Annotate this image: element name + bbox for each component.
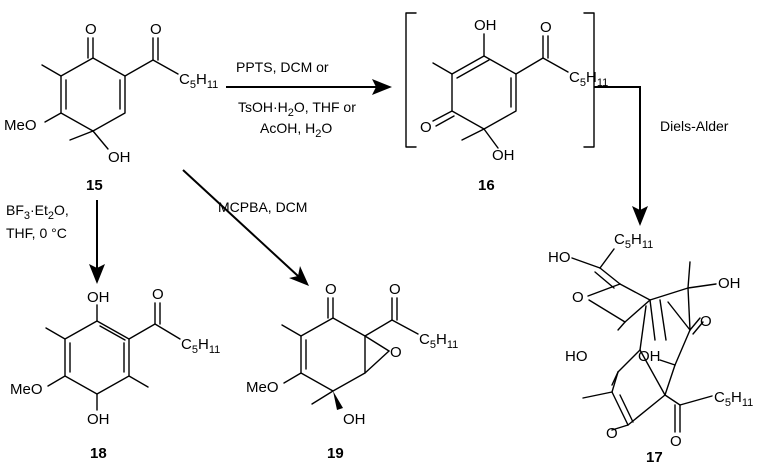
compound-label-15: 15 <box>86 177 103 194</box>
c18-acyl-o: O <box>152 286 164 303</box>
conditions-15-to-18: BF3·Et2O, THF, 0 °C <box>6 202 69 241</box>
c16-pentyl: C5H11 <box>569 69 608 89</box>
c18-hydroxyl-top: OH <box>87 289 110 306</box>
c19-acyl-o: O <box>389 281 401 298</box>
c19-hydroxyl: OH <box>343 411 366 428</box>
c15-hydroxyl: OH <box>108 149 131 166</box>
c17-ketone-o-bottom-left: O <box>606 425 618 442</box>
c17-hydroxyl-mid: OH <box>638 348 661 365</box>
c17-pentyl-top: C5H11 <box>614 231 653 251</box>
c18-methoxy: MeO <box>10 381 43 398</box>
c15-ketone-o: O <box>85 21 97 38</box>
c16-hydroxyl: OH <box>492 147 515 164</box>
cond-bf3: BF3·Et2O, <box>6 202 69 222</box>
c17-hydroxyl-right: OH <box>718 275 741 292</box>
c19-ketone-o: O <box>325 281 337 298</box>
arrow-15-to-19 <box>182 169 309 286</box>
arrow-15-to-16 <box>226 79 392 95</box>
c16-ketone-o: O <box>420 119 432 136</box>
compound-15: O O MeO OH C5H11 15 <box>4 21 218 194</box>
c18-pentyl: C5H11 <box>181 336 220 356</box>
compound-label-16: 16 <box>478 177 495 194</box>
compound-label-18: 18 <box>90 445 107 462</box>
cond-mcpba: MCPBA, DCM <box>218 199 307 215</box>
c19-pentyl: C5H11 <box>419 331 458 351</box>
c16-acyl-o: O <box>540 19 552 36</box>
c17-enol-ho-top: HO <box>548 249 571 266</box>
cond-diels-alder: Diels-Alder <box>660 118 729 134</box>
cond-acoh: AcOH, H2O <box>260 120 332 140</box>
c18-hydroxyl-bottom: OH <box>87 411 110 428</box>
c16-enol-oh: OH <box>474 17 497 34</box>
arrow-15-to-18 <box>89 200 105 284</box>
c17-pentyl-bottom: C5H11 <box>714 389 753 409</box>
c15-pentyl: C5H11 <box>179 71 218 91</box>
c15-methoxy: MeO <box>4 117 37 134</box>
cond-ppts: PPTS, DCM or <box>236 59 329 75</box>
c17-ketone-o-left: O <box>572 289 584 306</box>
compound-label-19: 19 <box>327 445 344 462</box>
cond-tsoh: TsOH·H2O, THF or <box>238 99 356 119</box>
compound-label-17: 17 <box>646 449 663 465</box>
c17-enol-ho-low: HO <box>565 348 588 365</box>
compound-17: C5H11 HO OH O O HO OH O O C5H11 17 <box>548 231 753 465</box>
c19-epoxide-o: O <box>390 344 402 361</box>
c15-acyl-o: O <box>150 21 162 38</box>
c17-acyl-o-bottom: O <box>670 433 682 450</box>
c17-ketone-o-right: O <box>700 313 712 330</box>
cond-thf-0c: THF, 0 °C <box>6 225 67 241</box>
conditions-15-to-16: PPTS, DCM or TsOH·H2O, THF or AcOH, H2O <box>236 59 356 140</box>
c19-methoxy: MeO <box>246 379 279 396</box>
compound-18: OH O MeO OH C5H11 18 <box>10 286 220 462</box>
compound-19: O O O MeO OH C5H11 19 <box>246 281 458 462</box>
arrow-16-to-17 <box>594 86 648 226</box>
compound-16: OH O O OH C5H11 16 <box>405 12 608 194</box>
